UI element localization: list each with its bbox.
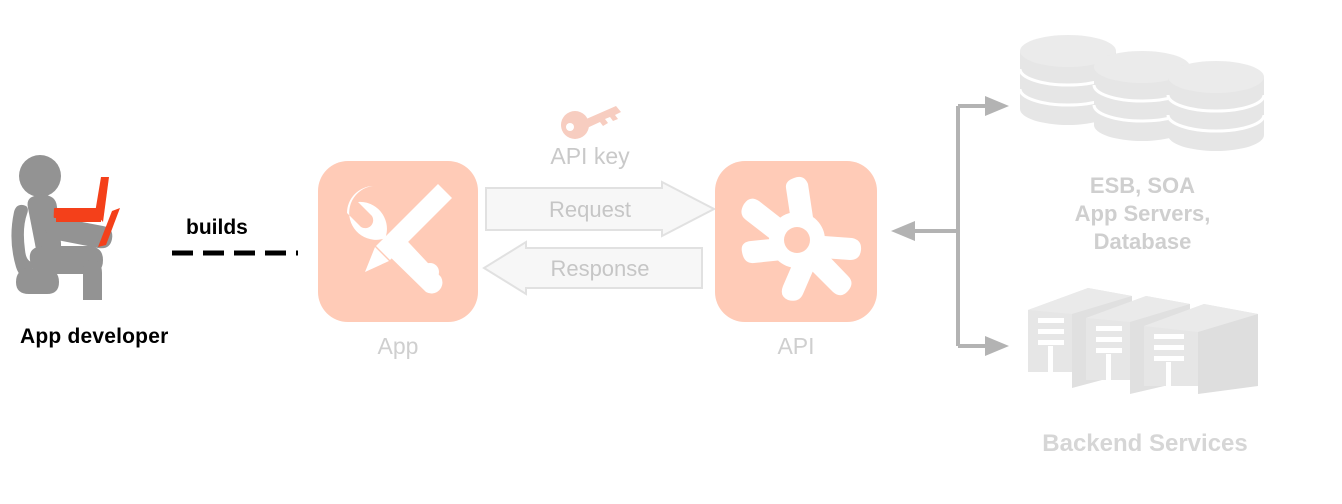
database-stack-icon — [1018, 33, 1266, 155]
server-racks-icon — [1026, 282, 1262, 394]
app-node-label: App — [377, 333, 419, 359]
request-arrow — [484, 180, 717, 238]
backend-services-label: Backend Services — [1042, 430, 1248, 457]
builds-dashed-line — [170, 244, 300, 256]
request-label: Request — [549, 197, 631, 222]
database-tier-label: ESB, SOA App Servers, Database — [1010, 172, 1275, 256]
arrowhead-to-api — [891, 221, 915, 241]
database-tier-label-line-1: ESB, SOA — [1089, 173, 1196, 198]
app-developer-icon — [0, 150, 180, 310]
builds-label: builds — [186, 216, 248, 239]
api-key-label: API key — [550, 143, 630, 169]
database-tier-label-line-2: App Servers, — [1074, 201, 1211, 226]
wrench-and-pencil-icon — [340, 180, 458, 302]
api-star-hub-icon — [730, 172, 864, 308]
response-arrow — [482, 240, 704, 296]
backend-connector-lines — [885, 90, 1015, 360]
key-icon — [560, 100, 622, 140]
arrowhead-to-database — [985, 96, 1009, 116]
response-label: Response — [550, 256, 650, 281]
app-developer-label: App developer — [20, 325, 169, 348]
database-tier-label-line-3: Database — [1093, 229, 1192, 254]
api-node-label: API — [777, 333, 815, 359]
arrowhead-to-servers — [985, 336, 1009, 356]
